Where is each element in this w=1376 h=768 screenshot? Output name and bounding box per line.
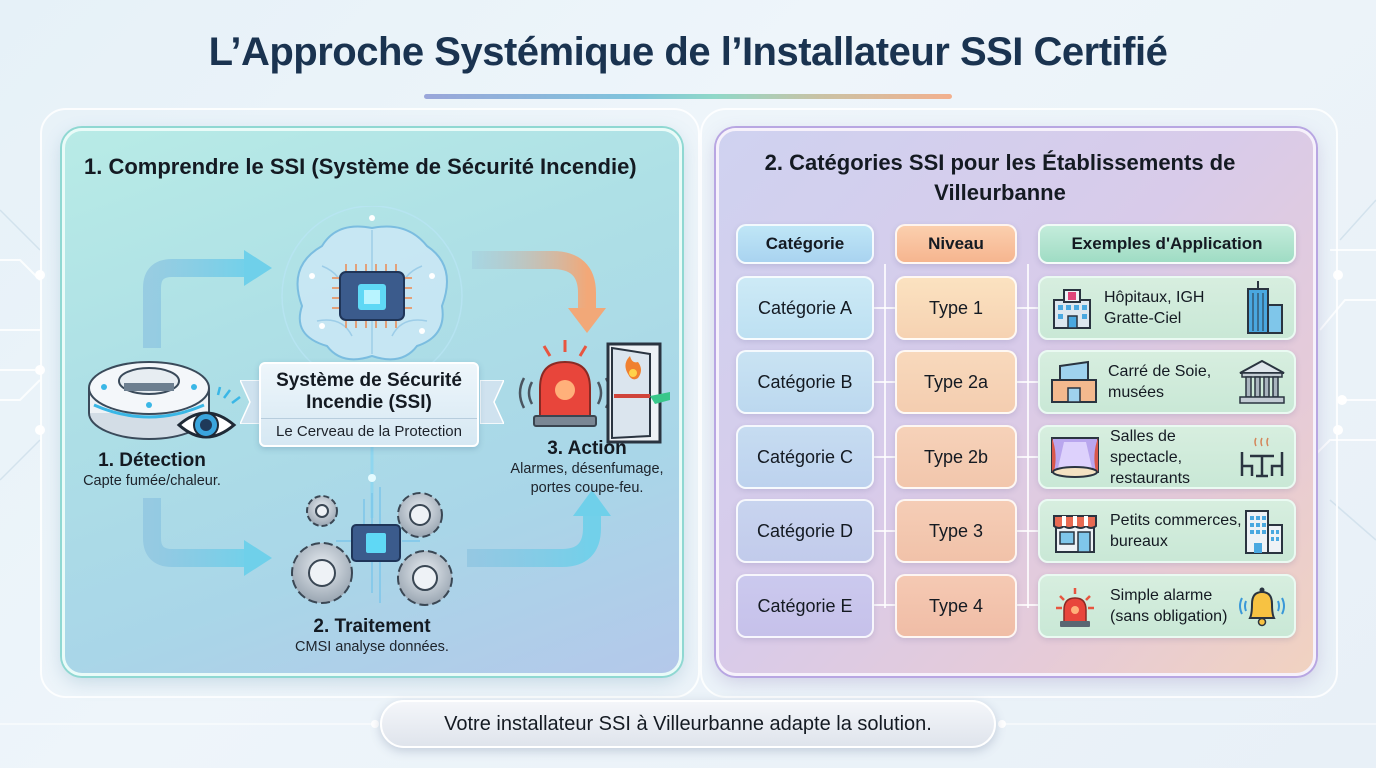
step-action-desc-line1: Alarmes, désenfumage,	[510, 461, 664, 477]
table-row-example-text: Simple alarme (sans obligation)	[1110, 587, 1228, 625]
step-treatment-title: 2. Traitement	[313, 616, 431, 637]
right-outer-frame	[700, 108, 1338, 698]
ssi-flow-diagram: Système de Sécurité Incendie (SSI) Le Ce…	[62, 128, 682, 676]
row-connector	[874, 456, 895, 458]
theater-stage-icon	[1051, 437, 1099, 478]
table-row-example: Salles de spectacle, restaurants	[1038, 425, 1296, 489]
column-header-examples: Exemples d'Application	[1038, 224, 1296, 264]
smoke-detector-eye-icon	[88, 361, 241, 440]
office-building-icon	[1245, 510, 1283, 554]
hospital-icon	[1053, 289, 1091, 329]
ssi-center-name: Système de Sécurité Incendie (SSI)	[276, 370, 462, 413]
row-connector	[874, 307, 895, 309]
ssi-categories-title-line2: Villeurbanne	[934, 180, 1066, 205]
restaurant-table-icon	[1240, 437, 1284, 478]
siren-firedoor-icon	[518, 340, 670, 444]
category-connector-line	[884, 264, 886, 608]
row-connector	[874, 530, 895, 532]
table-row-category: Catégorie C	[736, 425, 874, 489]
step-action-desc-line2: portes coupe-feu.	[530, 480, 644, 496]
table-row-example: Hôpitaux, IGH Gratte-Ciel	[1038, 276, 1296, 340]
step-treatment-desc: CMSI analyse données.	[295, 639, 449, 655]
table-row-example-text: Petits commerces, bureaux	[1110, 512, 1242, 550]
footer-banner: Votre installateur SSI à Villeurbanne ad…	[380, 700, 996, 748]
table-row-example-text: Hôpitaux, IGH Gratte-Ciel	[1104, 289, 1205, 327]
table-row-example: Carré de Soie, musées	[1038, 350, 1296, 414]
row-connector	[1017, 530, 1038, 532]
brain-chip-icon	[281, 206, 463, 387]
ssi-categories-title-line1: 2. Catégories SSI pour les Établissement…	[764, 150, 1236, 175]
table-row-level: Type 2a	[895, 350, 1017, 414]
table-row-category: Catégorie B	[736, 350, 874, 414]
ssi-overview-title: 1. Comprendre le SSI (Système de Sécurit…	[84, 154, 637, 179]
flow-arrows	[143, 250, 611, 576]
row-connector	[874, 604, 895, 606]
column-header-category: Catégorie	[736, 224, 874, 264]
skyscraper-icon	[1247, 281, 1283, 334]
ssi-center-subtitle: Le Cerveau de la Protection	[261, 418, 477, 445]
ssi-center-banner: Système de Sécurité Incendie (SSI) Le Ce…	[259, 362, 479, 447]
table-row-level: Type 4	[895, 574, 1017, 638]
table-row-example-text: Salles de spectacle, restaurants	[1110, 427, 1191, 487]
table-row-example: Petits commerces, bureaux	[1038, 499, 1296, 563]
table-row-category: Catégorie A	[736, 276, 874, 340]
gears-chip-icon	[291, 487, 453, 606]
table-row-level: Type 3	[895, 499, 1017, 563]
banner-ribbon-right	[480, 380, 504, 424]
level-connector-line	[1027, 264, 1029, 608]
banner-ribbon-left	[240, 380, 264, 424]
step-detection-desc: Capte fumée/chaleur.	[83, 473, 221, 489]
museum-icon	[1239, 359, 1285, 404]
row-connector	[1017, 381, 1038, 383]
row-connector	[874, 381, 895, 383]
page-title: L’Approche Systémique de l’Installateur …	[208, 30, 1168, 74]
row-connector	[1017, 307, 1038, 309]
column-header-level: Niveau	[895, 224, 1017, 264]
table-row-level: Type 1	[895, 276, 1017, 340]
step-action-title: 3. Action	[547, 438, 627, 459]
step-action: 3. Action Alarmes, désenfumage, portes c…	[492, 438, 682, 498]
table-row-level: Type 2b	[895, 425, 1017, 489]
siren-icon	[1056, 588, 1094, 627]
step-treatment: 2. Traitement CMSI analyse données.	[267, 616, 477, 657]
mall-icon	[1051, 360, 1097, 403]
ssi-categories-title: 2. Catégories SSI pour les Établissement…	[740, 148, 1260, 208]
row-connector	[1017, 604, 1038, 606]
bell-icon	[1239, 587, 1285, 627]
step-detection-title: 1. Détection	[98, 450, 206, 471]
left-outer-frame	[40, 108, 700, 698]
row-connector	[1017, 456, 1038, 458]
table-row-category: Catégorie D	[736, 499, 874, 563]
step-detection: 1. Détection Capte fumée/chaleur.	[62, 450, 242, 491]
title-underline	[424, 94, 952, 99]
table-row-example: Simple alarme (sans obligation)	[1038, 574, 1296, 638]
table-row-example-text: Carré de Soie, musées	[1108, 363, 1212, 401]
table-row-category: Catégorie E	[736, 574, 874, 638]
shop-icon	[1053, 515, 1097, 553]
